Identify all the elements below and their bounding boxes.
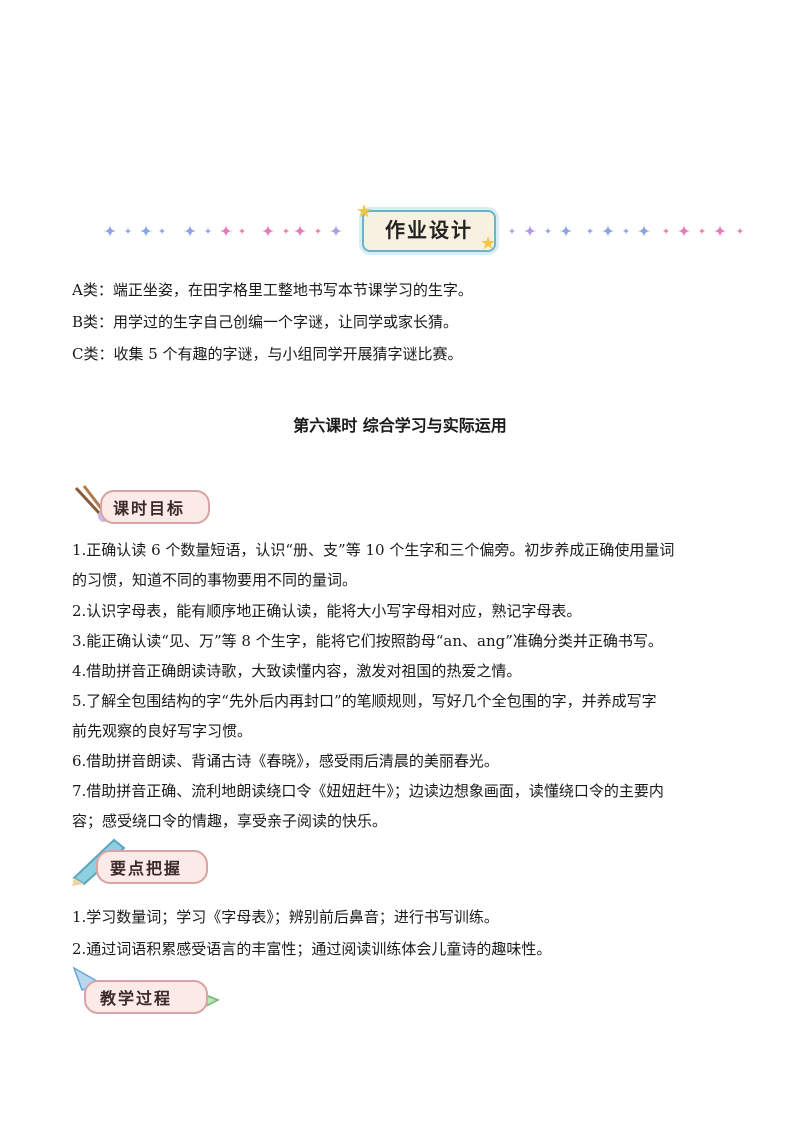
- sparkle-icon: [293, 224, 307, 238]
- goal-line: 容；感受绕口令的情趣，享受亲子阅读的快乐。: [72, 812, 388, 830]
- sparkle-icon: [698, 227, 706, 235]
- sparkle-icon: [544, 227, 552, 235]
- decorative-sparkle-border: [103, 224, 744, 238]
- keypoints-label: 要点把握: [110, 859, 183, 878]
- keypoints-label-box: [96, 850, 208, 884]
- sparkle-icon: [713, 224, 727, 238]
- sparkle-icon: [622, 227, 630, 235]
- star-icon: ★: [480, 233, 497, 254]
- homework-item-a: A类：端正坐姿，在田字格里工整地书写本节课学习的生字。: [72, 281, 473, 299]
- goals-label-box: [100, 490, 210, 524]
- sparkle-icon: [637, 224, 651, 238]
- goal-line: 6.借助拼音朗读、背诵古诗《春晓》，感受雨后清晨的美丽春光。: [72, 752, 499, 770]
- homework-item-b: B类：用学过的生字自己创编一个字谜，让同学或家长猜。: [72, 313, 459, 331]
- goal-line: 4.借助拼音正确朗读诗歌，大致读懂内容，激发对祖国的热爱之情。: [72, 662, 522, 680]
- sparkle-icon: [124, 227, 132, 235]
- goals-label: 课时目标: [113, 499, 186, 518]
- homework-item-c: C类：收集 5 个有趣的字谜，与小组同学开展猜字谜比赛。: [72, 345, 463, 363]
- goal-line: 1.正确认读 6 个数量短语，认识“册、支”等 10 个生字和三个偏旁。初步养成…: [72, 541, 675, 559]
- goal-line: 前先观察的良好写字习惯。: [72, 722, 253, 740]
- sparkle-icon: [282, 227, 290, 235]
- process-label-box: [84, 980, 208, 1014]
- sparkle-icon: [736, 227, 744, 235]
- sparkle-icon: [158, 227, 166, 235]
- goal-line: 2.认识字母表，能有顺序地正确认读，能将大小写字母相对应，熟记字母表。: [72, 602, 582, 620]
- sparkle-icon: [523, 224, 537, 238]
- goal-line: 的习惯，知道不同的事物要用不同的量词。: [72, 571, 358, 589]
- sparkle-icon: [662, 227, 670, 235]
- sparkle-icon: [329, 224, 343, 238]
- keypoint-line: 2.通过词语积累感受语言的丰富性；通过阅读训练体会儿童诗的趣味性。: [72, 940, 552, 958]
- lesson-title: 第六课时 综合学习与实际运用: [293, 416, 507, 435]
- sparkle-icon: [586, 227, 594, 235]
- goal-line: 3.能正确认读“见、万”等 8 个生字，能将它们按照韵母“an、ang”准确分类…: [72, 632, 663, 650]
- sparkle-icon: [261, 224, 275, 238]
- sparkle-icon: [677, 224, 691, 238]
- sparkle-icon: [601, 224, 615, 238]
- sparkle-icon: [559, 224, 573, 238]
- sparkle-icon: [238, 227, 246, 235]
- sparkle-icon: [314, 227, 322, 235]
- sparkle-icon: [508, 227, 516, 235]
- homework-badge: [362, 210, 496, 252]
- sparkle-icon: [183, 224, 197, 238]
- sparkle-icon: [204, 227, 212, 235]
- homework-title: 作业设计: [385, 218, 473, 242]
- sparkle-icon: [103, 224, 117, 238]
- sparkle-icon: [219, 224, 233, 238]
- keypoint-line: 1.学习数量词；学习《字母表》；辨别前后鼻音；进行书写训练。: [72, 908, 499, 926]
- goal-line: 5.了解全包围结构的字“先外后内再封口”的笔顺规则，写好几个全包围的字，并养成写…: [72, 692, 657, 710]
- process-label: 教学过程: [100, 989, 173, 1008]
- sparkle-icon: [139, 224, 153, 238]
- star-icon: ★: [356, 201, 373, 222]
- goal-line: 7.借助拼音正确、流利地朗读绕口令《妞妞赶牛》；边读边想象画面，读懂绕口令的主要…: [72, 782, 664, 800]
